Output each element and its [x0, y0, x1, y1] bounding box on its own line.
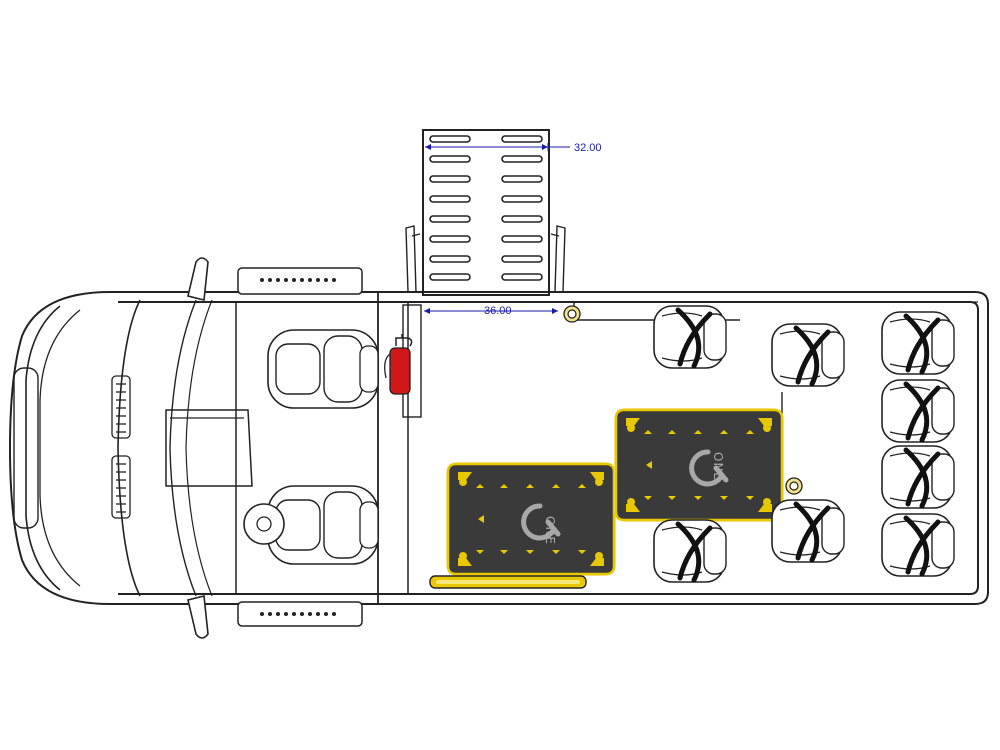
door-opening-dimension: 36.00	[424, 305, 558, 317]
driver-seat	[243, 485, 379, 565]
fire-extinguisher-icon	[384, 334, 413, 395]
passenger-seat	[653, 305, 727, 369]
passenger-seat	[881, 445, 955, 509]
passenger-seat	[771, 499, 845, 563]
securement-station-front: ONE	[446, 462, 616, 576]
door-opening-label: 36.00	[484, 305, 512, 317]
wheelchair-ramp	[405, 129, 566, 296]
passenger-seat	[881, 311, 955, 375]
ramp-width-dimension: 32.00	[425, 142, 602, 154]
passenger-seat	[881, 379, 955, 443]
securement-logo-label: ONE	[543, 516, 557, 545]
securement-logo-label: ONE	[711, 452, 725, 481]
handrail-icon	[429, 575, 587, 589]
ramp-width-label: 32.00	[574, 142, 602, 154]
front-passenger-seat	[267, 329, 379, 409]
securement-station-rear: ONE	[614, 408, 784, 522]
side-mirrors	[187, 257, 209, 639]
passenger-seat	[771, 323, 845, 387]
passenger-seat	[881, 513, 955, 577]
grab-handle-icon	[563, 305, 803, 495]
cab-entry-steps	[237, 267, 363, 627]
passenger-seat	[653, 519, 727, 583]
